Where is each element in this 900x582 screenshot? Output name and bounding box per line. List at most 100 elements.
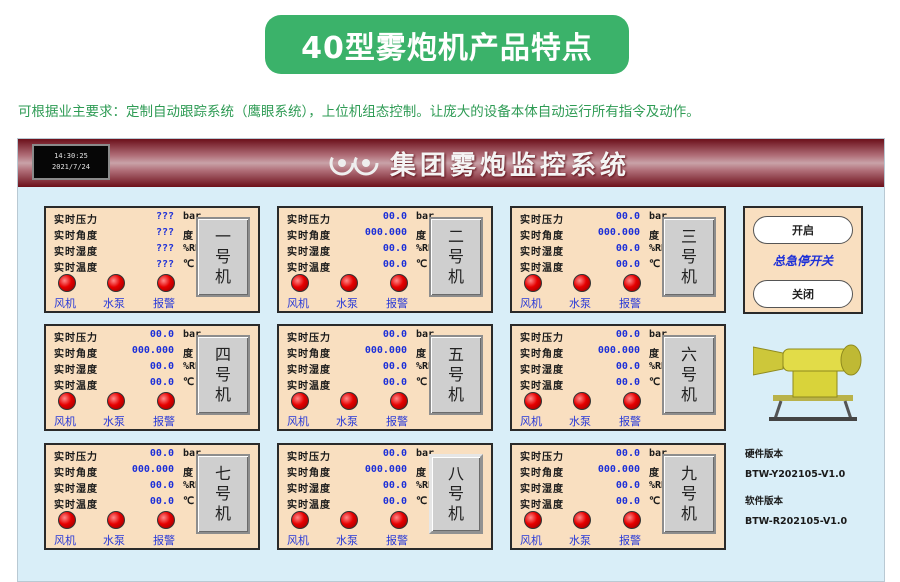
pump-label: 水泵	[103, 297, 125, 310]
machine-name-char: 三	[680, 227, 697, 246]
alarm-status-lamp-icon	[623, 392, 641, 410]
reading-unit: %RH	[416, 361, 435, 372]
machine-select-button[interactable]: 三 号 机	[662, 217, 716, 297]
fan-status-lamp-icon	[291, 511, 309, 529]
machine-name-char: 八	[447, 464, 464, 483]
fan-label: 风机	[54, 534, 76, 547]
reading-label: 实时压力	[520, 452, 564, 463]
machine-select-button[interactable]: 六 号 机	[662, 335, 716, 415]
machine-name-char: 机	[214, 267, 231, 286]
pump-status-lamp-icon	[340, 392, 358, 410]
pump-label: 水泵	[103, 415, 125, 428]
reading-value: 00.0	[382, 361, 407, 372]
hardware-version-value: BTW-Y202105-V1.0	[745, 469, 846, 480]
pump-label: 水泵	[336, 297, 358, 310]
reading-value: 00.0	[149, 361, 174, 372]
hardware-version-label: 硬件版本	[745, 449, 784, 460]
reading-label: 实时角度	[54, 349, 98, 360]
reading-label: 实时湿度	[287, 365, 331, 376]
reading-label: 实时温度	[54, 500, 98, 511]
start-button[interactable]: 开启	[753, 216, 853, 244]
alarm-status-lamp-icon	[157, 511, 175, 529]
pump-label: 水泵	[103, 534, 125, 547]
machine-name-char: 号	[214, 484, 231, 503]
pump-label: 水泵	[569, 415, 591, 428]
reading-label: 实时压力	[54, 215, 98, 226]
reading-value: 00.0	[615, 361, 640, 372]
reading-value: ???	[155, 259, 174, 270]
master-control-box: 开启 总急停开关 关闭	[743, 206, 863, 314]
software-version-label: 软件版本	[745, 496, 784, 507]
reading-label: 实时角度	[287, 349, 331, 360]
reading-unit: %RH	[649, 361, 668, 372]
fan-label: 风机	[54, 297, 76, 310]
close-button[interactable]: 关闭	[753, 280, 853, 308]
machine-name-char: 七	[214, 464, 231, 483]
reading-label: 实时角度	[520, 231, 564, 242]
reading-unit: %RH	[183, 480, 202, 491]
reading-value: 000.000	[364, 464, 407, 475]
reading-unit: 度	[416, 231, 426, 242]
page-banner-title: 40型雾炮机产品特点	[265, 15, 629, 74]
reading-label: 实时角度	[54, 468, 98, 479]
machine-select-button[interactable]: 九 号 机	[662, 454, 716, 534]
reading-label: 实时温度	[287, 263, 331, 274]
reading-unit: ℃	[183, 259, 195, 270]
machine-select-button[interactable]: 七 号 机	[196, 454, 250, 534]
alarm-status-lamp-icon	[390, 511, 408, 529]
machine-name-char: 号	[447, 365, 464, 384]
alarm-status-lamp-icon	[390, 392, 408, 410]
reading-unit: 度	[183, 231, 193, 242]
machine-name-char: 号	[680, 365, 697, 384]
alarm-status-lamp-icon	[623, 511, 641, 529]
system-title: 集团雾炮监控系统	[390, 151, 631, 181]
reading-unit: ℃	[183, 377, 195, 388]
fan-label: 风机	[520, 415, 542, 428]
reading-label: 实时湿度	[520, 247, 564, 258]
machine-select-button[interactable]: 一 号 机	[196, 217, 250, 297]
reading-value: 00.0	[149, 329, 174, 340]
reading-unit: ℃	[416, 496, 428, 507]
reading-value: 00.0	[382, 243, 407, 254]
machine-name-char: 号	[447, 247, 464, 266]
reading-value: 00.0	[382, 480, 407, 491]
reading-label: 实时温度	[520, 263, 564, 274]
machine-name-char: 号	[680, 484, 697, 503]
fan-status-lamp-icon	[58, 392, 76, 410]
machine-card: 实时压力 00.0 bar 实时角度 000.000 度 实时湿度 00.0 %…	[510, 206, 726, 313]
machine-name-char: 号	[680, 247, 697, 266]
reading-label: 实时压力	[520, 215, 564, 226]
machine-card: 实时压力 00.0 bar 实时角度 000.000 度 实时湿度 00.0 %…	[44, 324, 260, 431]
reading-label: 实时湿度	[287, 247, 331, 258]
reading-value: ???	[155, 211, 174, 222]
reading-value: 000.000	[131, 464, 174, 475]
reading-label: 实时湿度	[54, 365, 98, 376]
reading-unit: %RH	[416, 480, 435, 491]
reading-label: 实时压力	[287, 452, 331, 463]
alarm-status-lamp-icon	[157, 392, 175, 410]
reading-value: 000.000	[597, 464, 640, 475]
machine-select-button[interactable]: 四 号 机	[196, 335, 250, 415]
machine-select-button[interactable]: 二 号 机	[429, 217, 483, 297]
reading-unit: 度	[183, 468, 193, 479]
reading-label: 实时湿度	[54, 247, 98, 258]
machine-name-char: 号	[214, 365, 231, 384]
reading-unit: bar	[183, 448, 202, 459]
machine-select-button[interactable]: 八 号 机	[429, 454, 483, 534]
alarm-label: 报警	[619, 297, 641, 310]
reading-label: 实时湿度	[520, 484, 564, 495]
fan-label: 风机	[287, 297, 309, 310]
reading-unit: bar	[416, 329, 435, 340]
fan-status-lamp-icon	[524, 511, 542, 529]
alarm-status-lamp-icon	[157, 274, 175, 292]
pump-status-lamp-icon	[573, 392, 591, 410]
machine-name-char: 六	[680, 345, 697, 364]
pump-status-lamp-icon	[107, 392, 125, 410]
reading-value: 00.0	[382, 377, 407, 388]
reading-value: 00.0	[149, 377, 174, 388]
fan-status-lamp-icon	[58, 511, 76, 529]
machine-select-button[interactable]: 五 号 机	[429, 335, 483, 415]
reading-unit: %RH	[649, 480, 668, 491]
reading-unit: %RH	[416, 243, 435, 254]
reading-value: 00.0	[615, 496, 640, 507]
